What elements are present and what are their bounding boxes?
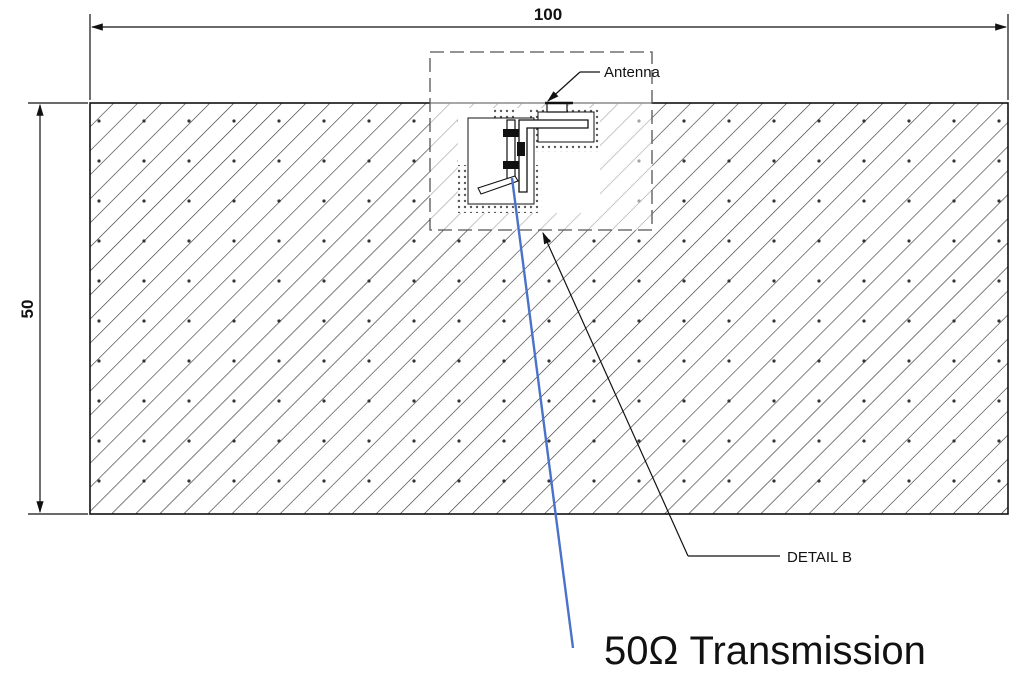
transmission-label: 50Ω Transmission xyxy=(604,629,926,673)
component-pad-3 xyxy=(517,142,525,156)
component-pad-1 xyxy=(503,129,519,137)
detail-b-callout: DETAIL B xyxy=(542,231,852,566)
width-label: 100 xyxy=(534,5,562,24)
antenna-structure xyxy=(458,101,600,213)
width-dimension: 100 xyxy=(89,5,1009,100)
antenna-callout: Antenna xyxy=(547,64,661,102)
antenna-label: Antenna xyxy=(604,64,661,81)
height-label: 50 xyxy=(18,300,37,319)
component-pad-2 xyxy=(503,161,519,169)
height-dimension: 50 xyxy=(18,102,88,515)
detail-b-label: DETAIL B xyxy=(787,549,852,566)
transmission-callout: 50Ω Transmission xyxy=(510,177,926,673)
transmission-leader-line xyxy=(510,177,575,649)
